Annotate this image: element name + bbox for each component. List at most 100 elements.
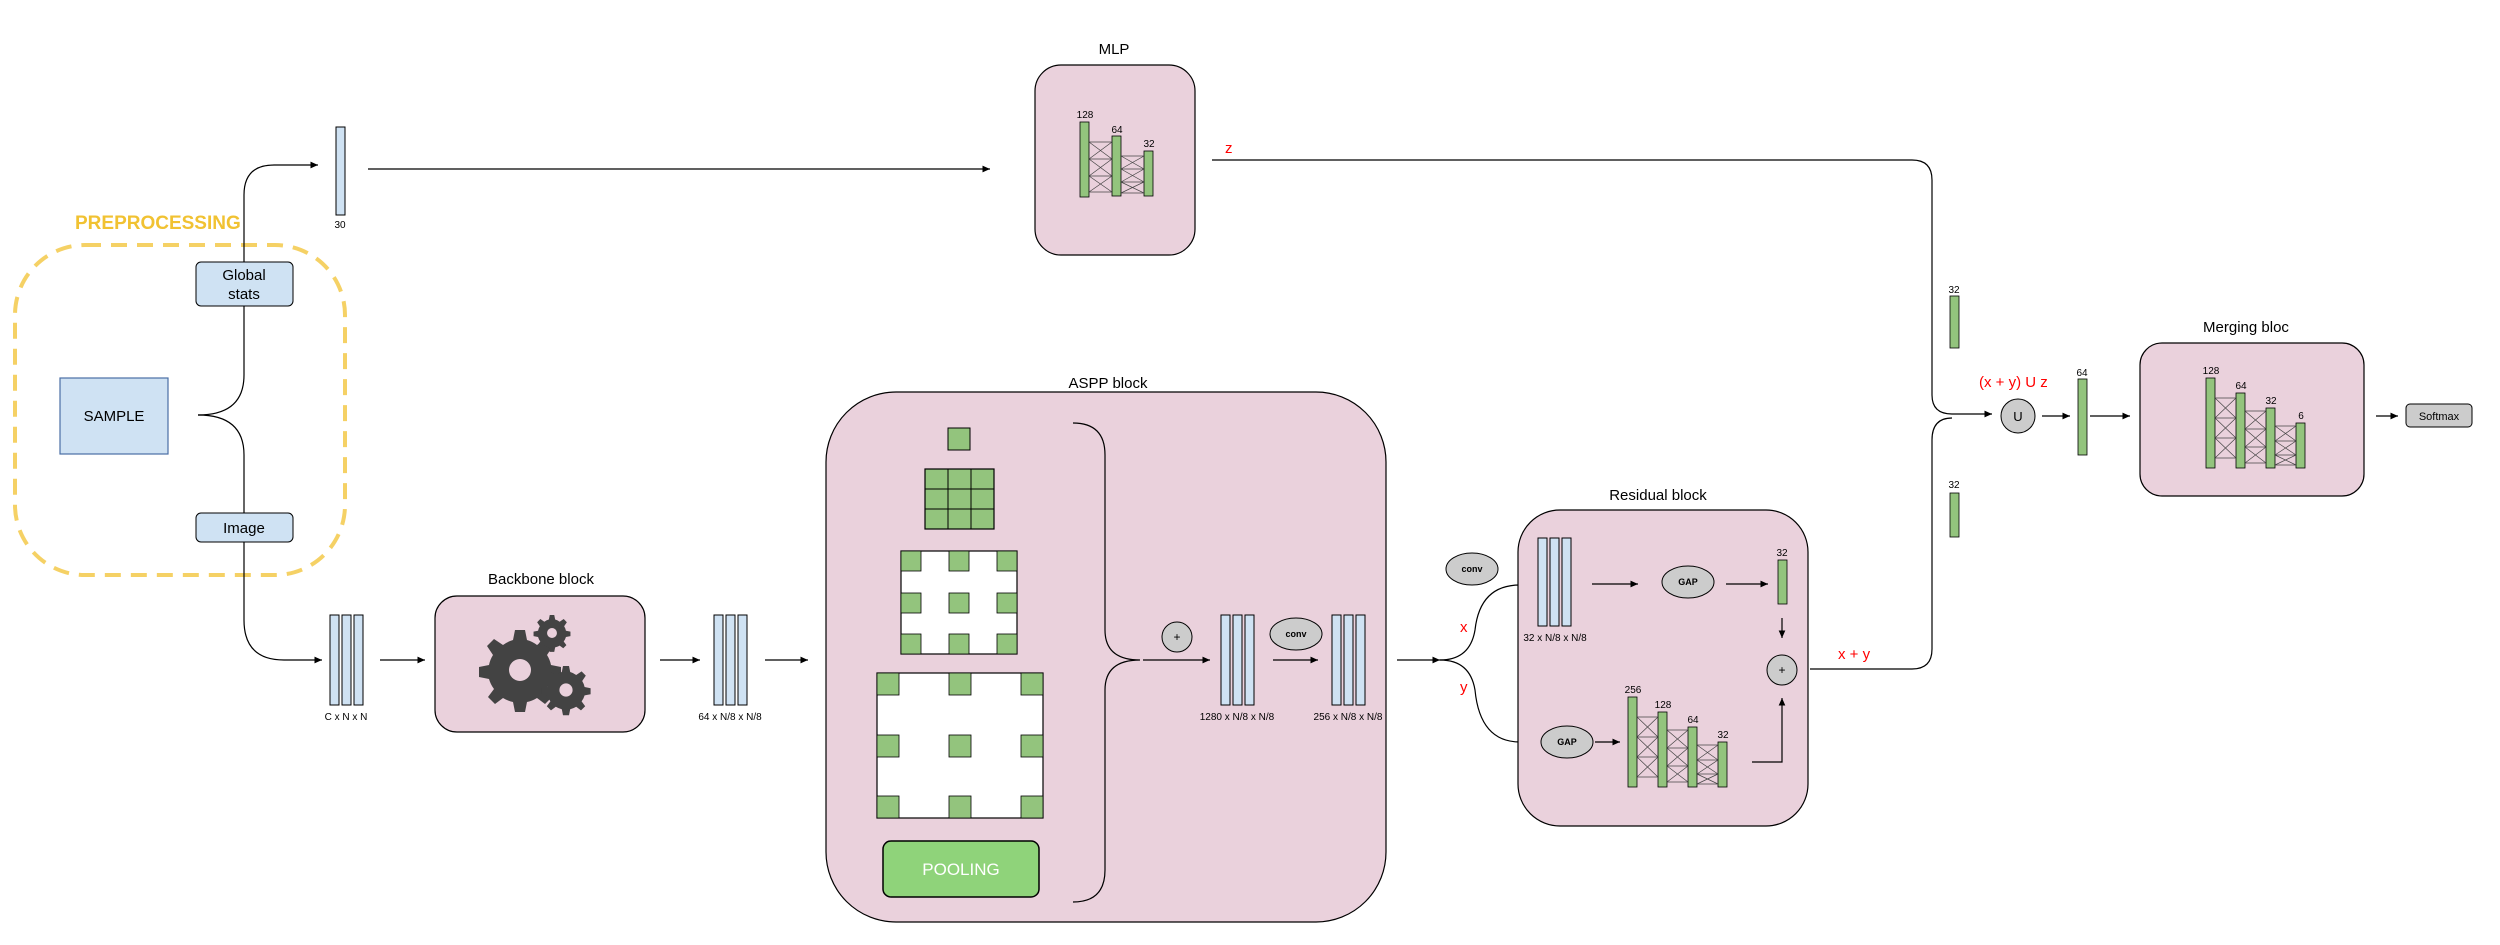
split-brace-lower (197, 414, 322, 664)
image-tensor-dim: C x N x N (325, 712, 368, 723)
merge-layer (2295, 422, 2306, 469)
residual-dense-layer (1687, 726, 1698, 788)
merge-layer (2235, 392, 2246, 469)
image-tensor-slice (329, 614, 340, 706)
merge-dim: 6 (2298, 411, 2304, 422)
gap-label-bottom: GAP (1557, 737, 1577, 747)
residual-sum-symbol: + (1778, 663, 1785, 677)
aspp-sum-node (1161, 621, 1193, 653)
concat-vector (2077, 378, 2088, 456)
backbone-tensor-slice (713, 614, 724, 706)
residual-dense-layer (1657, 711, 1668, 788)
residual-conv-tensor-slice (1549, 537, 1560, 627)
residual-conv-dim: 32 x N/8 x N/8 (1523, 633, 1587, 644)
residual-conv-tensor-slice (1537, 537, 1548, 627)
aspp-conv-3x3 (924, 468, 995, 530)
gap-node-bottom (1540, 725, 1594, 759)
residual-dense-dim: 256 (1625, 685, 1642, 696)
sample-box (59, 377, 169, 455)
backbone-title: Backbone block (488, 571, 594, 588)
backbone-tensor-slice (737, 614, 748, 706)
global-stats-line2: stats (228, 286, 260, 303)
aspp-out-tensor-slice (1343, 614, 1354, 706)
aspp-conv-node (1269, 617, 1323, 651)
residual-dense-layer (1717, 741, 1728, 788)
global-stats-box (195, 261, 294, 307)
z-vector-dim: 32 (1948, 285, 1960, 296)
mlp-network: 128 64 32 (1077, 110, 1155, 198)
sample-label: SAMPLE (84, 408, 145, 425)
aspp-sum-symbol: + (1173, 630, 1180, 644)
preprocessing-region (13, 243, 347, 577)
aspp-conv-label: conv (1285, 629, 1306, 639)
image-tensor-slice (353, 614, 364, 706)
aspp-out-tensor-slice (1355, 614, 1366, 706)
union-label: (x + y) U z (1979, 374, 2048, 391)
stats-vector (335, 126, 346, 216)
residual-output-xy: x + y (1838, 646, 1871, 663)
mlp-layer (1111, 135, 1122, 197)
residual-dense-dim: 64 (1687, 715, 1699, 726)
residual-conv-label: conv (1461, 564, 1482, 574)
residual-dense-dim: 128 (1655, 700, 1672, 711)
residual-dense-dim: 32 (1717, 730, 1729, 741)
residual-top-vector (1777, 559, 1788, 605)
image-box (195, 512, 294, 543)
mlp-dim: 32 (1143, 139, 1155, 150)
global-stats-line1: Global (222, 267, 265, 284)
aspp-conv-1x1 (947, 427, 971, 451)
residual-dense-layer (1627, 696, 1638, 788)
softmax-box (2405, 403, 2473, 428)
residual-dense-network: 256 128 64 32 (1625, 685, 1729, 788)
concat-vector-dim: 64 (2076, 368, 2088, 379)
mlp-dim: 64 (1111, 125, 1123, 136)
mlp-title: MLP (1099, 41, 1130, 58)
residual-title: Residual block (1609, 487, 1707, 504)
mlp-output-z: z (1225, 140, 1233, 157)
residual-conv-tensor-slice (1561, 537, 1572, 627)
residual-top-vector-dim: 32 (1776, 548, 1788, 559)
concat-tensor-slice (1244, 614, 1255, 706)
gap-label-top: GAP (1678, 577, 1698, 587)
xy-vector-dim: 32 (1948, 480, 1960, 491)
aspp-title: ASPP block (1069, 375, 1148, 392)
backbone-tensor-slice (725, 614, 736, 706)
aspp-out-tensor-slice (1331, 614, 1342, 706)
pooling-label: POOLING (922, 860, 999, 879)
z-vector (1949, 295, 1960, 349)
residual-conv-node (1445, 552, 1499, 586)
merge-dim: 64 (2235, 381, 2247, 392)
merge-title: Merging bloc (2203, 319, 2289, 336)
merge-dim: 32 (2265, 396, 2277, 407)
image-tensor-slice (341, 614, 352, 706)
residual-sum-node (1766, 654, 1798, 686)
concat-tensor-slice (1232, 614, 1243, 706)
pooling-box (882, 840, 1040, 898)
merge-layer (2205, 377, 2216, 469)
aspp-dilated-conv-small (900, 550, 1018, 655)
image-label: Image (223, 520, 265, 537)
softmax-label: Softmax (2419, 411, 2460, 423)
merge-dim: 128 (2203, 366, 2220, 377)
xy-vector (1949, 492, 1960, 538)
concat-dim: 1280 x N/8 x N/8 (1200, 712, 1275, 723)
branch-y-label: y (1460, 679, 1468, 696)
aspp-merge-brace (1072, 422, 1141, 903)
backbone-output-dim: 64 x N/8 x N/8 (698, 712, 762, 723)
mlp-dim: 128 (1077, 110, 1094, 121)
branch-x-label: x (1460, 619, 1468, 636)
mlp-layer (1143, 150, 1154, 197)
xy-path (1810, 417, 1953, 670)
gap-node-top (1661, 565, 1715, 599)
preprocessing-title: PREPROCESSING (75, 213, 241, 234)
merge-layer (2265, 407, 2276, 469)
stats-vector-dim: 30 (334, 220, 346, 231)
union-node (2000, 398, 2036, 434)
residual-split-brace (1439, 581, 1530, 661)
dense-to-sum-arrow (1752, 698, 1786, 763)
mlp-layer (1079, 121, 1090, 198)
merge-network: 128 64 32 6 (2203, 366, 2306, 469)
concat-tensor-slice (1220, 614, 1231, 706)
aspp-output-dim: 256 x N/8 x N/8 (1314, 712, 1383, 723)
